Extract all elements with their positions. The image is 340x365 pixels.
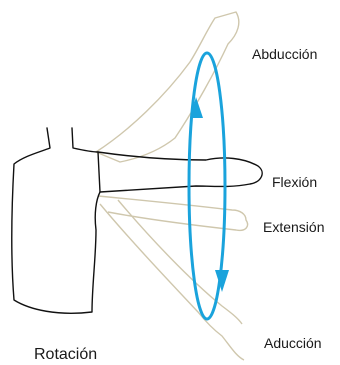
ghost-arm-abduccion (96, 12, 239, 162)
torso-outline (12, 128, 100, 313)
label-flexion: Flexión (272, 174, 317, 190)
label-extension: Extensión (263, 219, 324, 235)
label-aduccion: Aducción (264, 335, 322, 351)
label-abduccion: Abducción (252, 46, 317, 62)
arm-flexion (98, 152, 262, 192)
label-rotacion: Rotación (34, 346, 97, 364)
